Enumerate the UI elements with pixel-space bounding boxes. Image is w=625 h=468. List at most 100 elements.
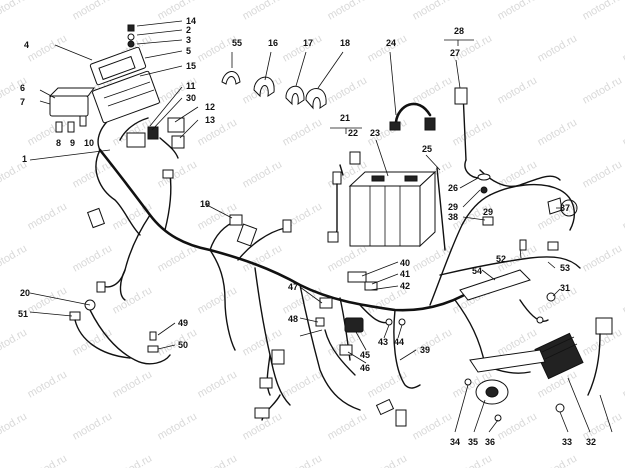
callout-30: 30 (186, 93, 196, 103)
callout-19: 19 (200, 199, 210, 209)
watermark-text: motod.ru (621, 32, 625, 64)
callout-48: 48 (288, 314, 298, 324)
watermark-text: motod.ru (581, 0, 625, 23)
callout-49: 49 (178, 318, 188, 328)
watermark-text: motod.ru (281, 452, 325, 468)
watermark-text: motod.ru (411, 74, 455, 106)
watermark-text: motod.ru (26, 32, 70, 64)
watermark-text: motod.ru (26, 368, 70, 400)
watermark-text: motod.ru (0, 242, 29, 274)
callout-46: 46 (360, 363, 370, 373)
callout-16: 16 (268, 38, 278, 48)
watermark-text: motod.ru (326, 410, 370, 442)
watermark-text: motod.ru (111, 200, 155, 232)
watermark-text: motod.ru (496, 74, 540, 106)
watermark-text: motod.ru (156, 410, 200, 442)
callout-28: 28 (454, 26, 464, 36)
callout-41: 41 (400, 269, 410, 279)
watermark-text: motod.ru (451, 116, 495, 148)
watermark-text: motod.ru (621, 368, 625, 400)
callout-7: 7 (20, 97, 25, 107)
callout-12: 12 (205, 102, 215, 112)
fuse-box-assembly (48, 24, 185, 149)
callout-29: 29 (483, 207, 493, 217)
watermark-text: motod.ru (26, 284, 70, 316)
callout-15: 15 (186, 61, 196, 71)
watermark-text: motod.ru (536, 284, 580, 316)
callout-33: 33 (562, 437, 572, 447)
callout-24: 24 (386, 38, 396, 48)
callout-11: 11 (186, 81, 196, 91)
watermark-text: motod.ru (581, 74, 625, 106)
callout-44: 44 (394, 337, 404, 347)
callout-4: 4 (24, 40, 29, 50)
watermark-text: motod.ru (71, 242, 115, 274)
watermark-text: motod.ru (26, 116, 70, 148)
watermark-text: motod.ru (621, 284, 625, 316)
callout-5: 5 (186, 46, 191, 56)
watermark-text: motod.ru (241, 158, 285, 190)
callout-23: 23 (370, 128, 380, 138)
cable-clips (221, 71, 327, 110)
callout-29: 29 (448, 202, 458, 212)
watermark-text: motod.ru (366, 452, 410, 468)
watermark-text: motod.ru (581, 158, 625, 190)
battery (327, 151, 437, 248)
watermark-text: motod.ru (281, 116, 325, 148)
watermark-text: motod.ru (111, 368, 155, 400)
callout-10: 10 (84, 138, 94, 148)
callout-18: 18 (340, 38, 350, 48)
watermark-text: motod.ru (411, 326, 455, 358)
callout-50: 50 (178, 340, 188, 350)
watermark-text: motod.ru (536, 452, 580, 468)
watermark-text: motod.ru (621, 116, 625, 148)
callout-27: 27 (450, 48, 460, 58)
callout-17: 17 (303, 38, 313, 48)
watermark-text: motod.ru (241, 242, 285, 274)
watermark-text: motod.ru (536, 116, 580, 148)
watermark-text: motod.ru (111, 452, 155, 468)
callout-55: 55 (232, 38, 242, 48)
watermark-text: motod.ru (71, 326, 115, 358)
callout-25: 25 (422, 144, 432, 154)
watermark-text: motod.ru (156, 158, 200, 190)
callout-34: 34 (450, 437, 460, 447)
callout-31: 31 (560, 283, 570, 293)
callout-32: 32 (586, 437, 596, 447)
harness-connectors (86, 169, 559, 427)
callout-9: 9 (70, 138, 75, 148)
watermark-text: motod.ru (326, 0, 370, 23)
watermark-text: motod.ru (196, 284, 240, 316)
callout-38: 38 (448, 212, 458, 222)
watermark-text: motod.ru (0, 326, 29, 358)
callout-6: 6 (20, 83, 25, 93)
callout-35: 35 (468, 437, 478, 447)
callout-36: 36 (485, 437, 495, 447)
callout-37-circle (560, 199, 578, 217)
watermark-text: motod.ru (71, 410, 115, 442)
watermark-text: motod.ru (411, 0, 455, 23)
watermark-text: motod.ru (196, 368, 240, 400)
watermark-text: motod.ru (26, 200, 70, 232)
callout-42: 42 (400, 281, 410, 291)
watermark-text: motod.ru (581, 242, 625, 274)
watermark-text: motod.ru (156, 242, 200, 274)
watermark-text: motod.ru (241, 0, 285, 23)
watermark-text: motod.ru (281, 368, 325, 400)
callout-26: 26 (448, 183, 458, 193)
callout-40: 40 (400, 258, 410, 268)
callout-54: 54 (472, 266, 482, 276)
watermark-text: motod.ru (0, 410, 29, 442)
callout-45: 45 (360, 350, 370, 360)
callout-21: 21 (340, 113, 350, 123)
callout-1: 1 (22, 154, 27, 164)
watermark-text: motod.ru (0, 0, 29, 23)
callout-22: 22 (348, 128, 358, 138)
watermark-text: motod.ru (71, 158, 115, 190)
watermark-text: motod.ru (26, 452, 70, 468)
watermark-text: motod.ru (326, 74, 370, 106)
callout-47: 47 (288, 282, 298, 292)
callout-51: 51 (18, 309, 28, 319)
callout-43: 43 (378, 337, 388, 347)
